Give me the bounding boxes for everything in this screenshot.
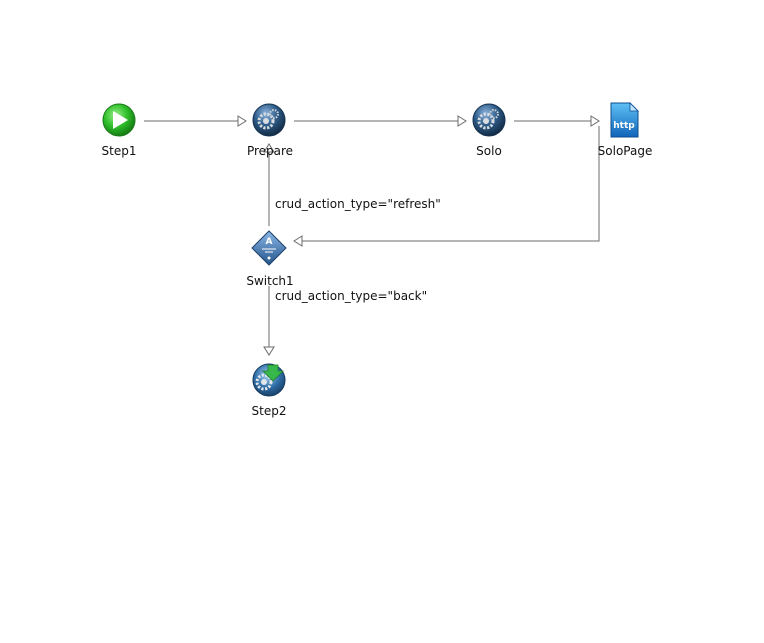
node-label-step1: Step1 bbox=[102, 144, 137, 158]
node-label-step2: Step2 bbox=[252, 404, 287, 418]
switch-icon: A bbox=[251, 230, 287, 266]
node-step1[interactable]: Step1 bbox=[102, 103, 137, 158]
node-solo[interactable]: Solo bbox=[472, 103, 506, 158]
node-step2[interactable]: Step2 bbox=[252, 363, 287, 418]
play-icon bbox=[102, 103, 136, 137]
node-label-prepare: Prepare bbox=[247, 144, 293, 158]
node-switch1[interactable]: A Switch1 bbox=[246, 230, 294, 288]
gear-icon bbox=[472, 103, 506, 137]
node-label-solopage: SoloPage bbox=[598, 144, 653, 158]
edge-prepare-solo bbox=[294, 115, 467, 127]
gear-end-icon bbox=[252, 363, 286, 397]
node-solopage[interactable]: http SoloPage bbox=[598, 102, 653, 158]
edge-label-back: crud_action_type="back" bbox=[275, 289, 427, 303]
svg-text:A: A bbox=[266, 237, 273, 247]
edge-solopage-switch1 bbox=[293, 126, 600, 247]
edge-label-refresh: crud_action_type="refresh" bbox=[275, 197, 441, 211]
gear-icon bbox=[252, 103, 286, 137]
node-label-switch1: Switch1 bbox=[246, 274, 293, 288]
node-prepare[interactable]: Prepare bbox=[247, 103, 293, 158]
edge-step1-prepare bbox=[144, 115, 247, 127]
edge-switch1-step2 bbox=[263, 286, 275, 356]
edge-switch1-prepare bbox=[263, 143, 275, 226]
http-page-icon: http bbox=[610, 102, 639, 138]
svg-text:http: http bbox=[613, 121, 635, 131]
node-label-solo: Solo bbox=[476, 144, 502, 158]
edge-solo-solopage bbox=[514, 115, 600, 127]
